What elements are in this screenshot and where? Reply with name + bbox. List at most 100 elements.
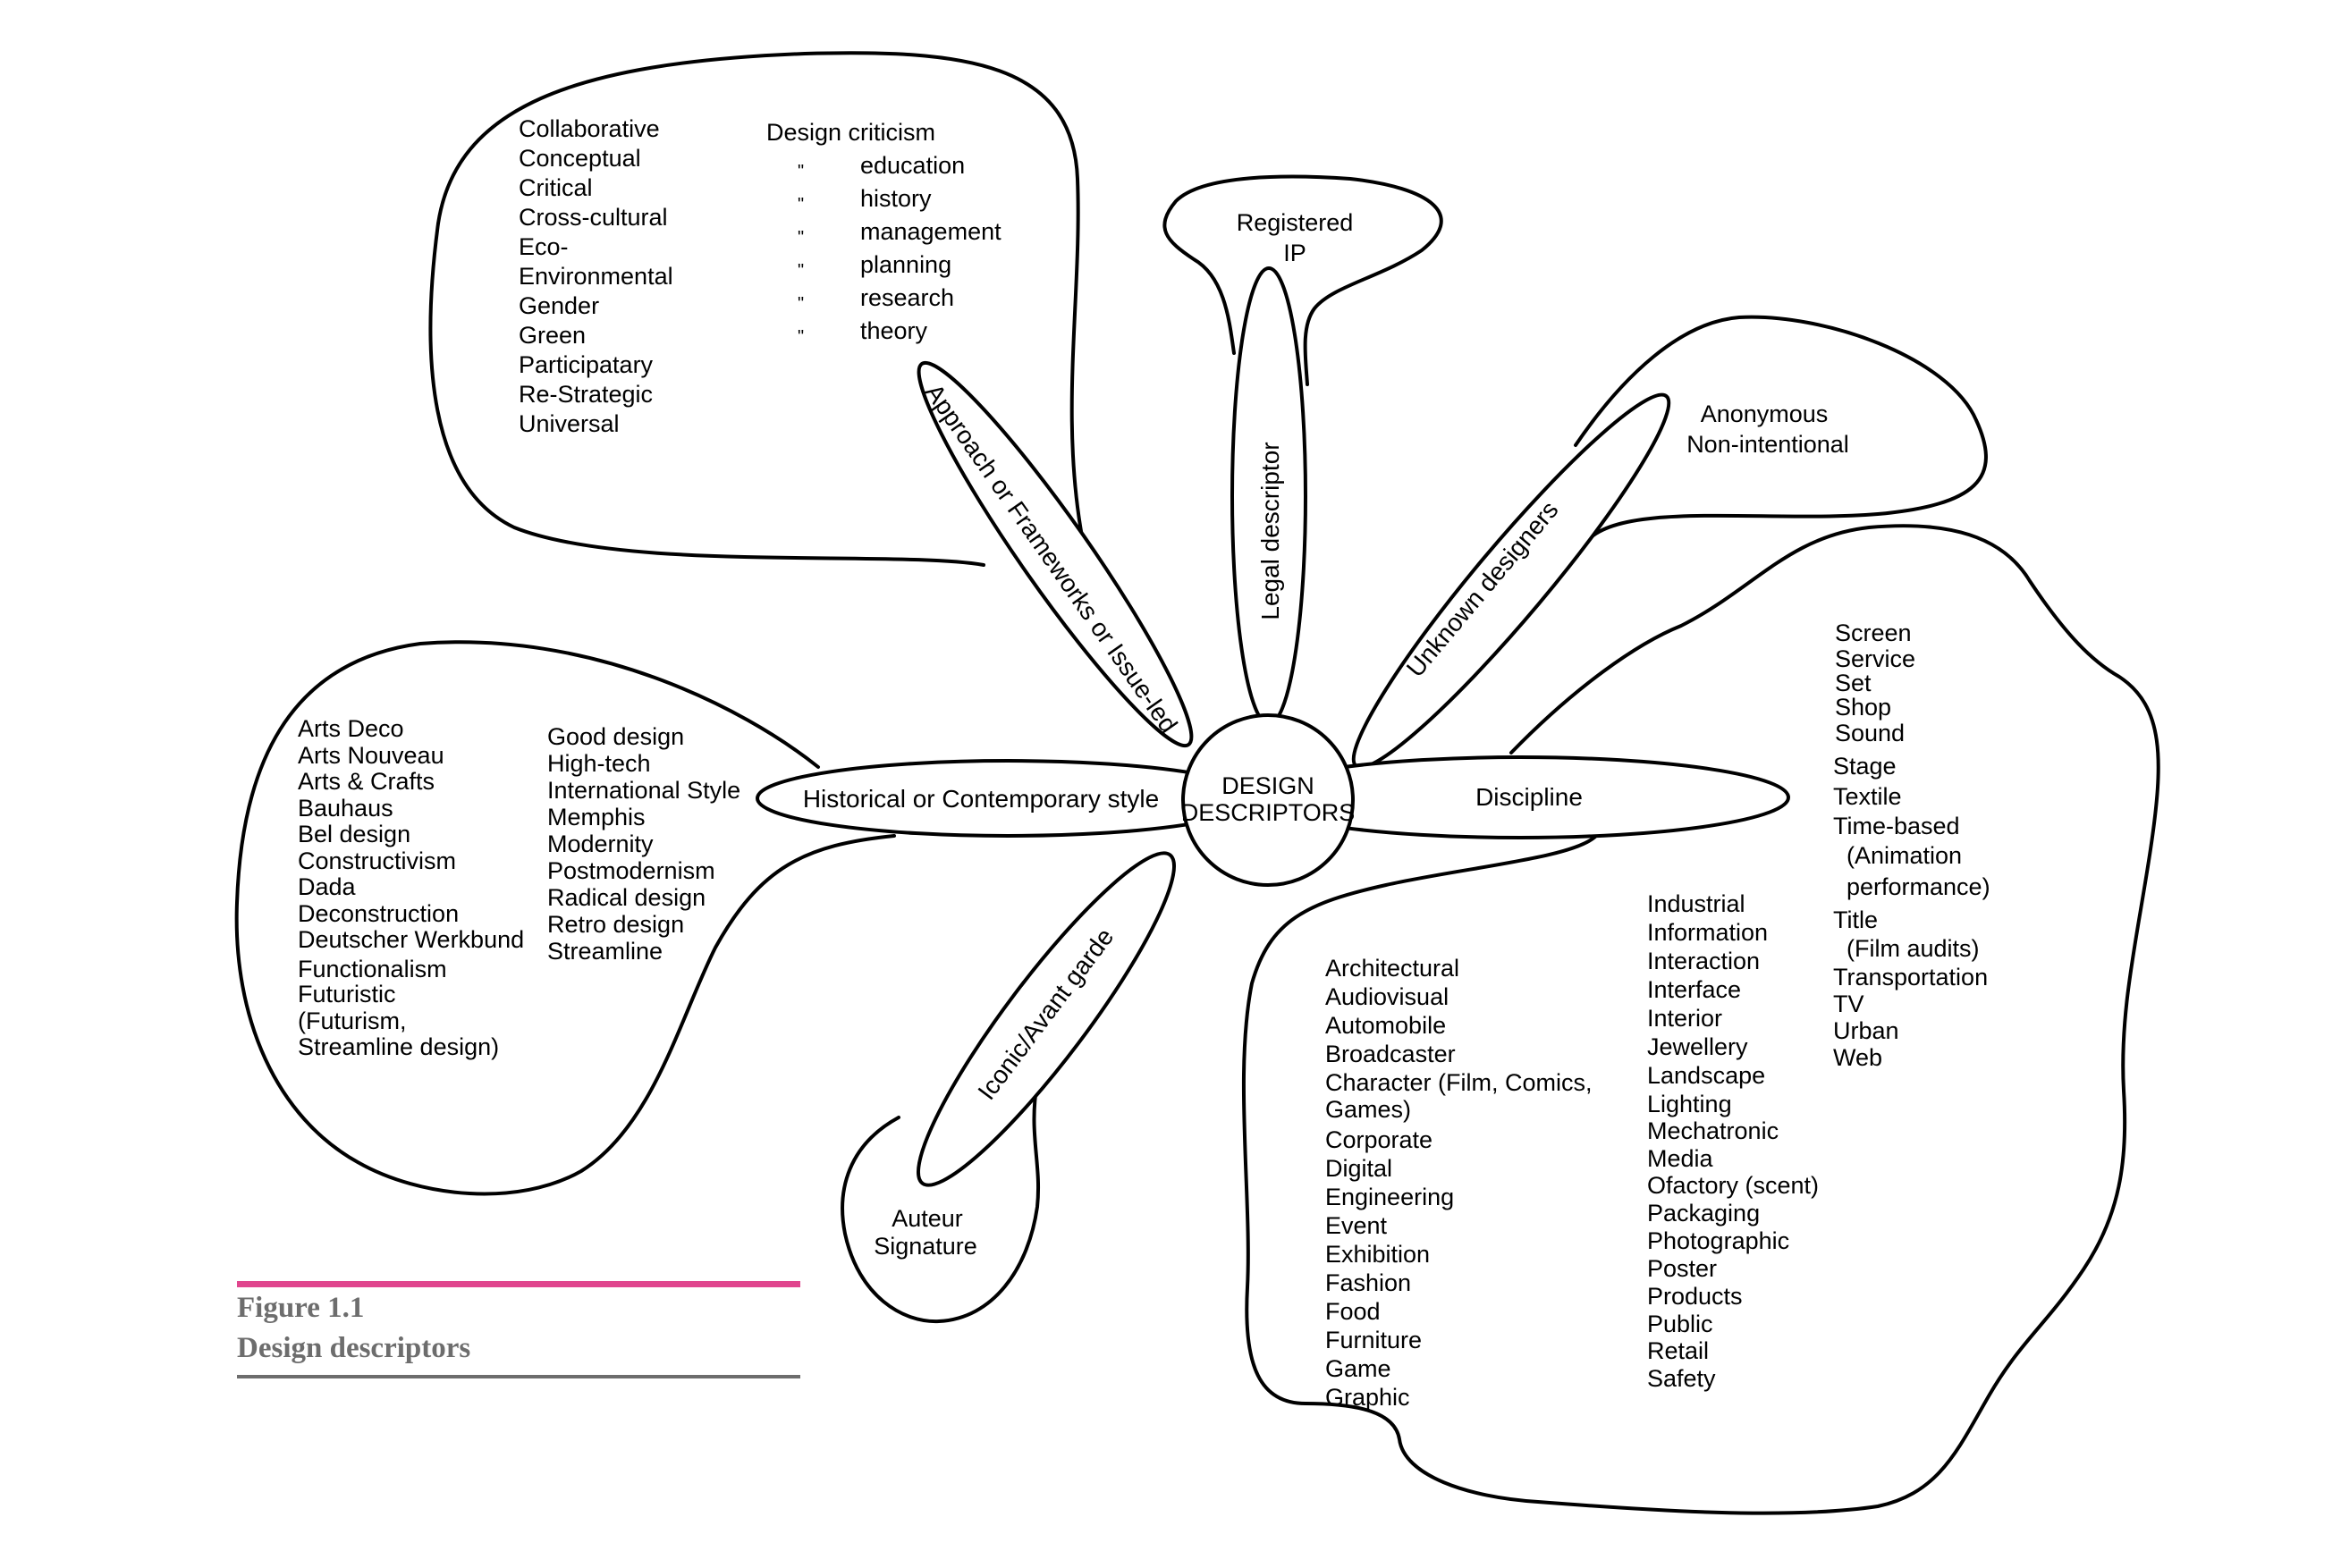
iconic-cloud-line1: Auteur — [892, 1205, 963, 1232]
caption-accent-rule — [237, 1281, 800, 1287]
style-item: Functionalism — [298, 956, 447, 982]
legal-cloud-line1: Registered — [1237, 209, 1354, 236]
discipline-item: Textile — [1833, 783, 1902, 810]
historical-style-list-2: Good design High-tech International Styl… — [547, 723, 740, 965]
discipline-item: Audiovisual — [1325, 983, 1449, 1010]
discipline-item: Character (Film, Comics, — [1325, 1069, 1593, 1096]
ditto-mark: " — [798, 195, 804, 215]
discipline-cloud-outline — [1241, 524, 2160, 1515]
discipline-item: Ofactory (scent) — [1647, 1172, 1819, 1199]
discipline-item: Time-based — [1833, 813, 1960, 839]
discipline-item: Service — [1835, 645, 1915, 672]
discipline-item: Broadcaster — [1325, 1041, 1456, 1067]
discipline-item: Game — [1325, 1355, 1391, 1382]
style-item: High-tech — [547, 750, 651, 777]
discipline-item: Interaction — [1647, 948, 1760, 974]
style-item: Arts & Crafts — [298, 768, 435, 795]
discipline-list-4: Stage Textile Time-based (Animation perf… — [1833, 753, 1990, 1071]
legal-cloud-outline — [1162, 174, 1443, 386]
style-item: Deconstruction — [298, 900, 459, 927]
historical-style-list-1: Arts Deco Arts Nouveau Arts & Crafts Bau… — [298, 715, 524, 1060]
discipline-list-3: Screen Service Set Shop Sound — [1835, 620, 1915, 746]
style-item: Memphis — [547, 804, 646, 830]
design-criticism-item: theory — [860, 317, 928, 344]
approach-item: Re-Strategic — [519, 381, 653, 408]
style-item: Good design — [547, 723, 684, 750]
approach-item: Collaborative — [519, 115, 660, 142]
discipline-item: Mechatronic — [1647, 1117, 1779, 1144]
approach-list: Collaborative Conceptual Critical Cross-… — [519, 115, 673, 437]
approach-item: Gender — [519, 292, 599, 319]
discipline-item: Web — [1833, 1044, 1882, 1071]
iconic-cloud-outline — [841, 1080, 1041, 1324]
caption-bottom-rule — [237, 1375, 800, 1378]
figure-number: Figure 1.1 — [237, 1292, 365, 1324]
design-criticism-item: management — [860, 218, 1001, 245]
approach-item: Universal — [519, 410, 620, 437]
style-item: Radical design — [547, 884, 706, 911]
discipline-item: Lighting — [1647, 1091, 1732, 1117]
petal-label-discipline: Discipline — [1475, 783, 1583, 811]
style-item: (Futurism, — [298, 1007, 407, 1034]
unknown-cloud-outline — [1574, 315, 1988, 543]
discipline-item: Shop — [1835, 694, 1891, 721]
discipline-item: Industrial — [1647, 890, 1745, 917]
ditto-mark: " — [798, 327, 804, 347]
discipline-item: (Animation — [1833, 842, 1962, 869]
style-item: Bauhaus — [298, 795, 393, 822]
petal-label-approach: Approach or Frameworks or Issue-led — [920, 379, 1183, 738]
legal-cloud-line2: IP — [1283, 240, 1306, 266]
center-label-line2: DESCRIPTORS — [1181, 799, 1356, 826]
style-item: Modernity — [547, 830, 654, 857]
discipline-item: Corporate — [1325, 1126, 1432, 1153]
discipline-item: Public — [1647, 1311, 1713, 1337]
discipline-item: Title — [1833, 906, 1878, 933]
center-label-line1: DESIGN — [1221, 772, 1314, 799]
discipline-item: Photographic — [1647, 1227, 1789, 1254]
discipline-item: TV — [1833, 991, 1864, 1017]
style-item: Deutscher Werkbund — [298, 926, 524, 953]
style-item: Futuristic — [298, 981, 396, 1007]
ditto-mark: " — [798, 261, 804, 281]
approach-item: Green — [519, 322, 586, 349]
discipline-item: Products — [1647, 1283, 1743, 1310]
design-criticism-item: planning — [860, 251, 951, 278]
discipline-item: performance) — [1833, 873, 1990, 900]
design-criticism-heading: Design criticism — [766, 119, 935, 146]
style-item: Dada — [298, 873, 357, 900]
approach-item: Environmental — [519, 263, 673, 290]
discipline-item: Urban — [1833, 1017, 1899, 1044]
style-item: Arts Deco — [298, 715, 404, 742]
discipline-item: Screen — [1835, 620, 1912, 646]
ditto-mark: " — [798, 162, 804, 181]
discipline-item: Engineering — [1325, 1184, 1454, 1210]
discipline-item: Packaging — [1647, 1200, 1760, 1227]
discipline-item: Set — [1835, 670, 1872, 696]
discipline-item: Information — [1647, 919, 1768, 946]
discipline-item: Safety — [1647, 1365, 1716, 1392]
discipline-item: Interior — [1647, 1005, 1722, 1032]
design-criticism-list: Design criticism " " " " " " education h… — [766, 119, 1001, 347]
discipline-item: Furniture — [1325, 1327, 1422, 1353]
petal-label-legal: Legal descriptor — [1256, 442, 1284, 620]
design-criticism-item: education — [860, 152, 965, 179]
discipline-item: Retail — [1647, 1337, 1709, 1364]
discipline-item: Sound — [1835, 720, 1905, 746]
discipline-item: Graphic — [1325, 1384, 1410, 1411]
petal-label-historical: Historical or Contemporary style — [803, 785, 1159, 813]
iconic-cloud-line2: Signature — [874, 1233, 977, 1260]
discipline-list-1: Architectural Audiovisual Automobile Bro… — [1325, 955, 1593, 1411]
approach-item: Eco- — [519, 233, 569, 260]
historical-cloud-outline — [234, 640, 896, 1196]
approach-item: Critical — [519, 174, 593, 201]
design-criticism-item: research — [860, 284, 954, 311]
discipline-item: Landscape — [1647, 1062, 1765, 1089]
discipline-item: Architectural — [1325, 955, 1459, 982]
discipline-item: Fashion — [1325, 1269, 1411, 1296]
discipline-item: Jewellery — [1647, 1033, 1748, 1060]
ditto-mark: " — [798, 228, 804, 248]
discipline-item: (Film audits) — [1833, 935, 1980, 962]
petal-approach — [917, 360, 1194, 748]
discipline-item: Transportation — [1833, 964, 1988, 991]
